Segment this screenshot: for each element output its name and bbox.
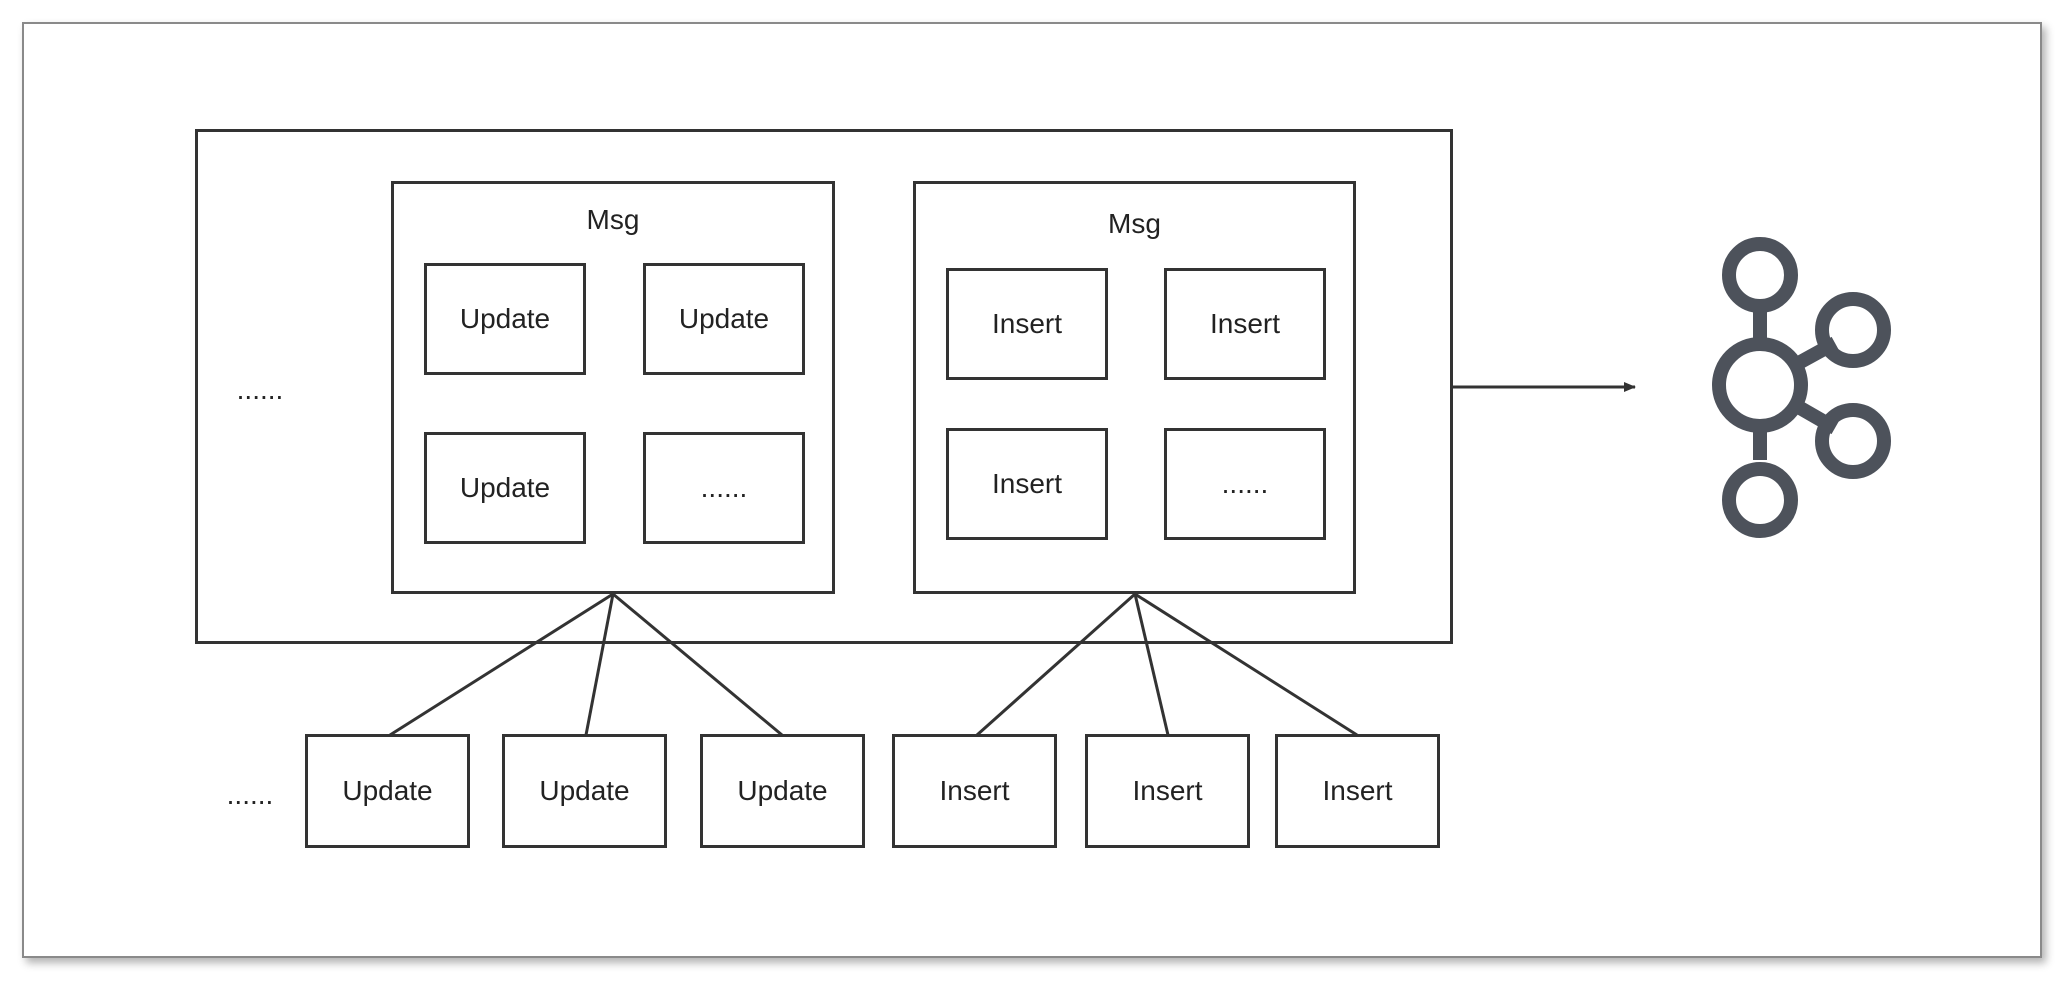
update-fanout-line (612, 592, 783, 737)
bottom-ellipsis: ...... (226, 779, 274, 810)
msg-update-ellipsis-cell: ...... (643, 432, 805, 544)
msg-update-cell: Update (424, 432, 586, 544)
kafka-logo-icon (1712, 237, 1891, 538)
insert-fanout-line (1134, 592, 1358, 737)
bottom-update-box: Update (502, 734, 667, 848)
msg-update-cell: Update (424, 263, 586, 375)
insert-fanout-line (1133, 593, 1170, 736)
bottom-insert-box: Insert (892, 734, 1057, 848)
outer-ellipsis: ...... (236, 374, 284, 405)
update-fanout-line (389, 592, 614, 737)
bottom-update-box: Update (700, 734, 865, 848)
msg-insert-ellipsis-cell: ...... (1164, 428, 1326, 540)
bottom-insert-box: Insert (1085, 734, 1250, 848)
update-fanout-line (584, 593, 615, 736)
bottom-insert-box: Insert (1275, 734, 1440, 848)
msg-update-title: Msg (586, 204, 640, 235)
insert-fanout-line (976, 592, 1136, 737)
msg-insert-title: Msg (1108, 208, 1161, 239)
bottom-update-box: Update (305, 734, 470, 848)
msg-insert-cell: Insert (946, 268, 1108, 380)
msg-update-cell: Update (643, 263, 805, 375)
msg-insert-cell: Insert (1164, 268, 1326, 380)
msg-insert-cell: Insert (946, 428, 1108, 540)
